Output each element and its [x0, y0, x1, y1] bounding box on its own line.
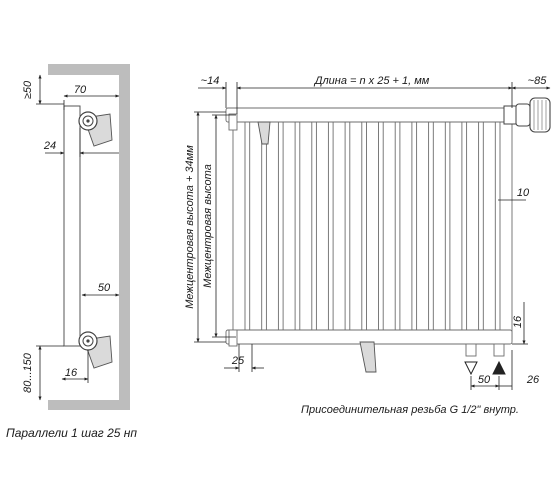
- dim-bracket: 50: [98, 282, 111, 294]
- dim-conn-spacing: 50: [478, 374, 491, 386]
- radiator-side-body: [63, 105, 81, 347]
- radiator-tube: [449, 109, 463, 343]
- radiator-tube: [299, 109, 313, 343]
- left-bottom-cap: [228, 329, 238, 347]
- dim-bottom-right: 16: [512, 315, 524, 328]
- thermostat-valve-icon: [503, 97, 551, 133]
- dim-top-gap: ≥50: [22, 80, 34, 99]
- side-view: ≥50 70 24 50 16 80...150: [22, 64, 130, 410]
- dim-left: ~14: [201, 75, 220, 87]
- radiator-tube: [349, 109, 363, 343]
- front-view: ~14 Длина = n x 25 + 1, мм ~85 Межцентро…: [184, 75, 551, 390]
- connection-note: Присоединительная резьба G 1/2" внутр.: [301, 404, 519, 416]
- bottom-collector: [78, 331, 98, 351]
- outlet-nipple: [493, 343, 505, 357]
- radiator-tube: [366, 109, 379, 343]
- radiator-tubes: [232, 109, 513, 343]
- radiator-tube: [232, 109, 246, 343]
- dim-inner: 16: [65, 367, 78, 379]
- radiator-tube: [416, 109, 430, 343]
- flow-out-arrow-icon: [492, 360, 506, 375]
- radiator-tube: [399, 109, 413, 343]
- radiator-tube: [432, 109, 446, 343]
- radiator-tube: [315, 109, 329, 343]
- flow-in-arrow-icon: [464, 361, 478, 376]
- dim-height-outer: Межцентровая высота + 34мм: [184, 145, 196, 309]
- radiator-tube: [265, 109, 279, 343]
- inlet-nipple: [465, 343, 477, 357]
- dim-tube-gap: 10: [517, 187, 530, 199]
- left-top-cap: [228, 113, 238, 131]
- radiator-tube: [466, 109, 480, 343]
- side-note: Параллели 1 шаг 25 нп: [6, 426, 137, 440]
- dim-height-center: Межцентровая высота: [202, 164, 214, 288]
- dim-pitch: 25: [231, 355, 245, 367]
- front-bracket-bottom: [359, 341, 377, 373]
- dim-depth: 70: [74, 84, 87, 96]
- wall: [48, 64, 130, 410]
- radiator-tube: [249, 109, 263, 343]
- radiator-tube: [332, 109, 346, 343]
- wall-top-ledge: [48, 64, 119, 75]
- dim-length: Длина = n x 25 + 1, мм: [313, 75, 430, 87]
- radiator-tube: [382, 109, 396, 343]
- dim-offset: 24: [43, 140, 56, 152]
- radiator-tube: [482, 109, 496, 343]
- top-collector: [78, 111, 98, 131]
- dim-bottom-gap: 80...150: [22, 352, 34, 393]
- radiator-tube: [499, 109, 513, 343]
- dim-conn-offset: 26: [526, 374, 540, 386]
- top-collector-bar: [225, 107, 513, 123]
- dim-right: ~85: [528, 75, 548, 87]
- front-bracket-top: [257, 121, 271, 145]
- radiator-tube: [282, 109, 296, 343]
